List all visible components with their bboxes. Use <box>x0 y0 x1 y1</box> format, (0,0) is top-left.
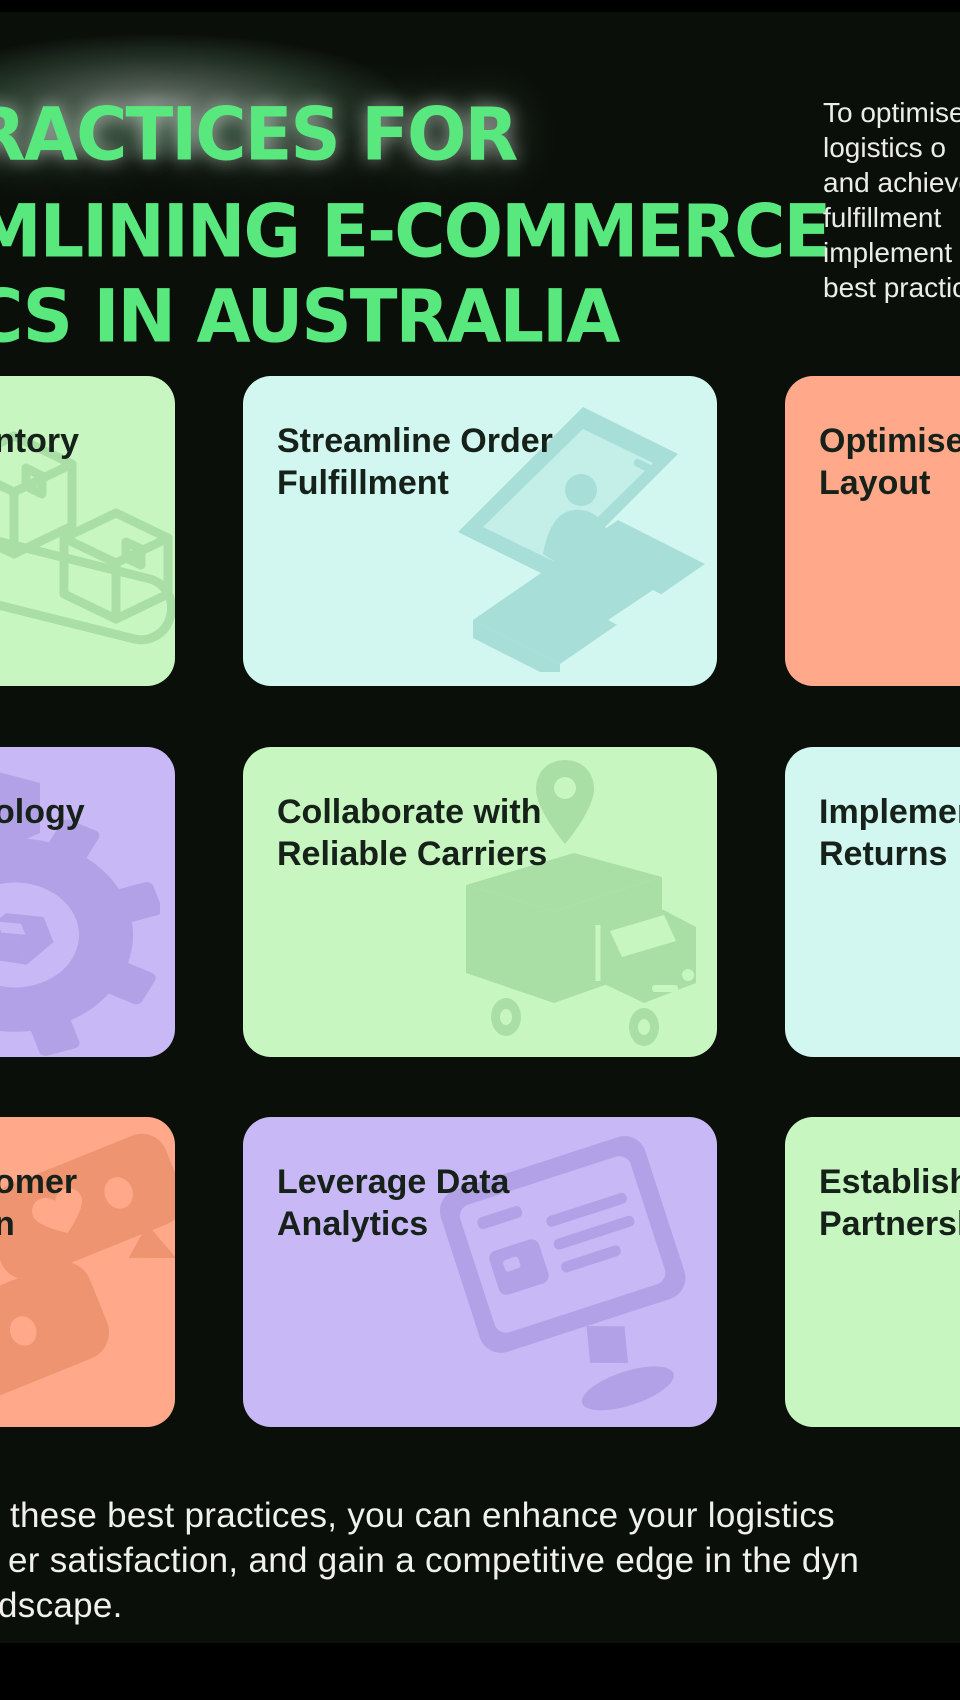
card-customer-communication: omer n <box>0 1117 175 1427</box>
card-title: Optimise Layout <box>819 422 960 502</box>
card-title: Leverage Data Analytics <box>277 1163 510 1243</box>
card-title: ntory <box>0 422 79 460</box>
card-title: Establish Partnership <box>819 1163 960 1243</box>
title-glow <box>0 8 520 183</box>
laptop-video-call-icon <box>458 407 705 672</box>
card-title: Collaborate with Reliable Carriers <box>277 793 548 873</box>
intro-paragraph: To optimise logistics o and achieve fulf… <box>823 95 960 305</box>
card-implement-returns: Implement Returns <box>785 747 960 1057</box>
card-leverage-data-analytics: Leverage Data Analytics <box>243 1117 717 1427</box>
bottom-black-band <box>0 1643 960 1700</box>
card-technology: ology <box>0 747 175 1057</box>
intro-line: implement <box>823 237 953 268</box>
delivery-truck-pin-icon <box>466 760 696 1046</box>
intro-line: and achieve <box>823 167 960 198</box>
intro-line: best practic <box>823 272 960 303</box>
title-line-2: MLINING E-COMMERCE <box>0 188 831 274</box>
intro-line: logistics o <box>823 132 946 163</box>
boxes-conveyor-icon <box>0 431 175 645</box>
card-optimise-layout: Optimise Layout <box>785 376 960 686</box>
card-collaborate-reliable-carriers: Collaborate with Reliable Carriers <box>243 747 717 1057</box>
outro-line: er satisfaction, and gain a competitive … <box>8 1541 860 1580</box>
card-title: Implement Returns <box>819 793 960 873</box>
title-line-3: CS IN AUSTRALIA <box>0 273 620 359</box>
card-establish-partnerships: Establish Partnership <box>785 1117 960 1427</box>
outro-line: these best practices, you can enhance yo… <box>10 1496 835 1535</box>
card-title: Streamline Order Fulfillment <box>277 422 553 502</box>
card-title: ology <box>0 793 85 831</box>
monitor-analytics-icon <box>439 1136 686 1411</box>
gear-box-icon <box>0 772 160 1056</box>
title-line-1: RACTICES FOR <box>0 91 518 177</box>
card-title: omer n <box>0 1163 78 1243</box>
card-inventory: ntory <box>0 376 175 686</box>
outro-line: dscape. <box>0 1586 123 1625</box>
chat-bubbles-icon <box>0 1133 175 1427</box>
top-black-band <box>0 0 960 12</box>
intro-line: fulfillment <box>823 202 942 233</box>
intro-line: To optimise <box>823 97 960 128</box>
card-streamline-order-fulfillment: Streamline Order Fulfillment <box>243 376 717 686</box>
